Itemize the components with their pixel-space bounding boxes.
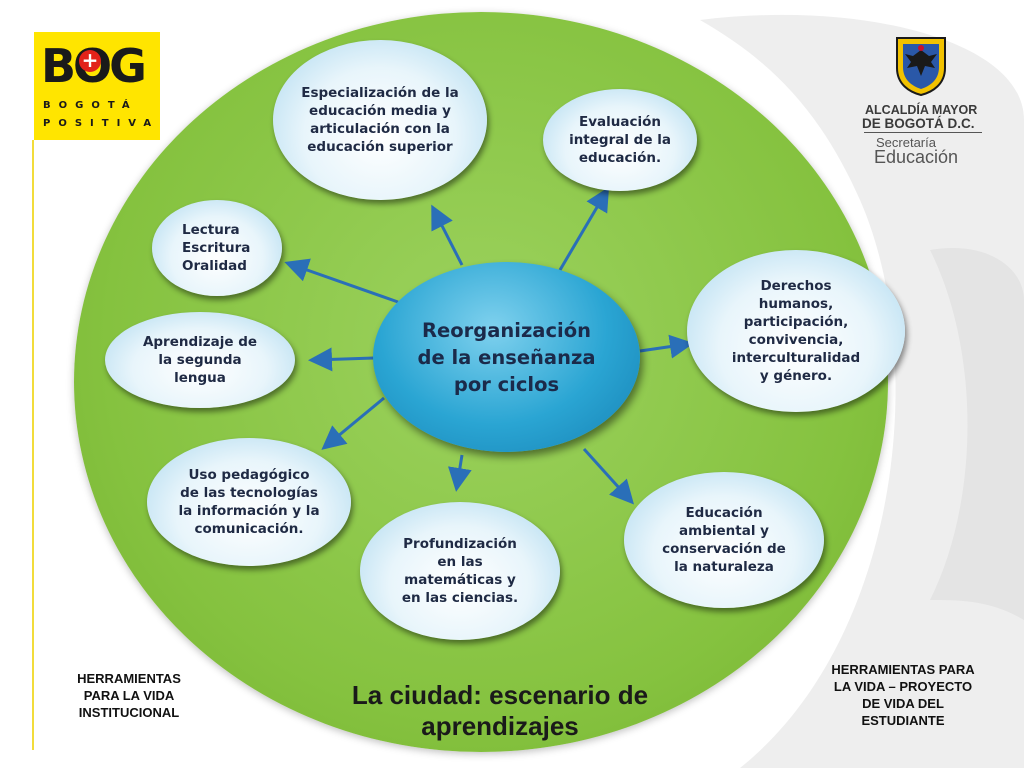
node-uso-tic: Uso pedagógico de las tecnologías la inf… [147,438,351,566]
alcaldia-line4: Educación [874,147,959,167]
node-lectura-label: Lectura Escritura Oralidad [182,222,251,274]
node-uso-tic-label: Uso pedagógico de las tecnologías la inf… [178,467,320,537]
node-aprendizaje: Aprendizaje de la segunda lengua [105,312,295,408]
node-profundizacion: Profundización en las matemáticas y en l… [360,502,560,640]
bog-logo-line2: POSITIVA [43,118,160,129]
node-evaluacion-label: Evaluación integral de la educación. [569,114,671,166]
alcaldia-line1: ALCALDÍA MAYOR [865,103,978,117]
arrow-to-lectura [284,258,399,304]
center-node: Reorganización de la enseñanza por ciclo… [373,262,640,452]
node-evaluacion: Evaluación integral de la educación. [543,89,697,191]
node-profundizacion-label: Profundización en las matemáticas y en l… [401,536,519,606]
center-node-label: Reorganización de la enseñanza por ciclo… [417,318,596,396]
node-especializacion: Especialización de la educación media y … [273,40,487,200]
node-lectura: Lectura Escritura Oralidad [152,200,282,296]
alcaldia-divider [864,132,982,133]
node-ambiental: Educación ambiental y conservación de la… [624,472,824,608]
node-derechos-label: Derechos humanos, participación, convive… [731,278,861,384]
left-accent-rule [32,140,34,750]
bog-positiva-logo: BOG + BOGOTÁ POSITIVA [34,32,160,140]
arrow-to-uso-tic [321,396,385,450]
node-aprendizaje-label: Aprendizaje de la segunda lengua [142,334,258,386]
diagram-title: La ciudad: escenario de aprendizajes [351,680,649,741]
arrow-to-aprendizaje [308,347,375,372]
bog-logo-line1: BOGOTÁ [43,100,138,111]
arrow-to-profundizacion [448,454,472,492]
alcaldia-line3: Secretaría [876,135,936,150]
node-derechos: Derechos humanos, participación, convive… [687,250,905,412]
arrow-to-evaluacion [558,186,610,271]
footer-left-label: HERRAMIENTAS PARA LA VIDA INSTITUCIONAL [77,671,181,720]
node-ambiental-label: Educación ambiental y conservación de la… [662,505,786,575]
bogota-coat-of-arms-icon [896,37,946,96]
footer-right-label: HERRAMIENTAS PARA LA VIDA – PROYECTO DE … [831,662,975,728]
arrow-to-ambiental [582,447,635,505]
node-especializacion-label: Especialización de la educación media y … [301,85,459,155]
arrow-to-especializacion [431,204,464,266]
arrow-to-derechos [639,334,694,359]
alcaldia-line2: DE BOGOTÁ D.C. [862,116,975,131]
plus-icon: + [79,50,101,72]
